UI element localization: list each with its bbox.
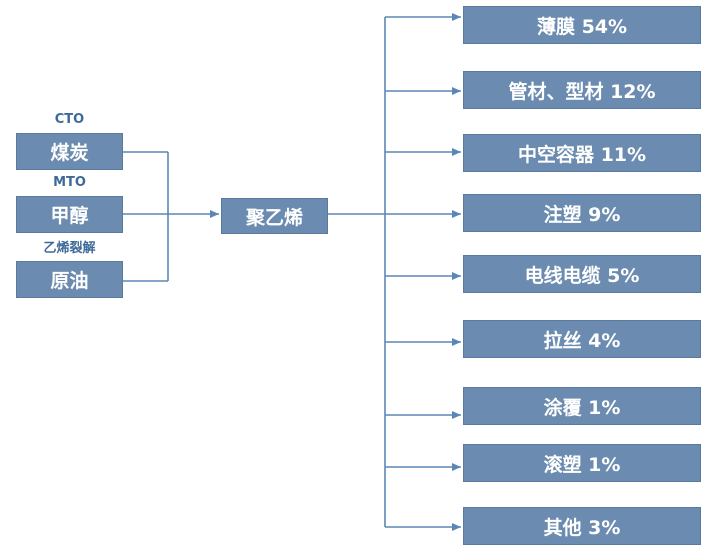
application-drawn-wire-box: 拉丝 4%: [463, 320, 701, 358]
source-coal-box: 煤炭: [16, 133, 123, 170]
process-label-cto: CTO: [54, 112, 85, 127]
application-film-box: 薄膜 54%: [463, 6, 701, 44]
process-label-mto: MTO: [53, 175, 86, 190]
application-pipe-profile-box: 管材、型材 12%: [463, 71, 701, 109]
application-coating-box: 涂覆 1%: [463, 387, 701, 425]
polyethylene-box: 聚乙烯: [221, 198, 328, 234]
application-rotomolding-box: 滚塑 1%: [463, 444, 701, 482]
application-other-box: 其他 3%: [463, 507, 701, 545]
application-hollow-container-box: 中空容器 11%: [463, 134, 701, 172]
application-injection-molding-box: 注塑 9%: [463, 194, 701, 232]
source-methanol-box: 甲醇: [16, 196, 123, 233]
process-label-cracking: 乙烯裂解: [43, 241, 96, 256]
application-wire-cable-box: 电线电缆 5%: [463, 255, 701, 293]
source-crude-oil-box: 原油: [16, 261, 123, 298]
